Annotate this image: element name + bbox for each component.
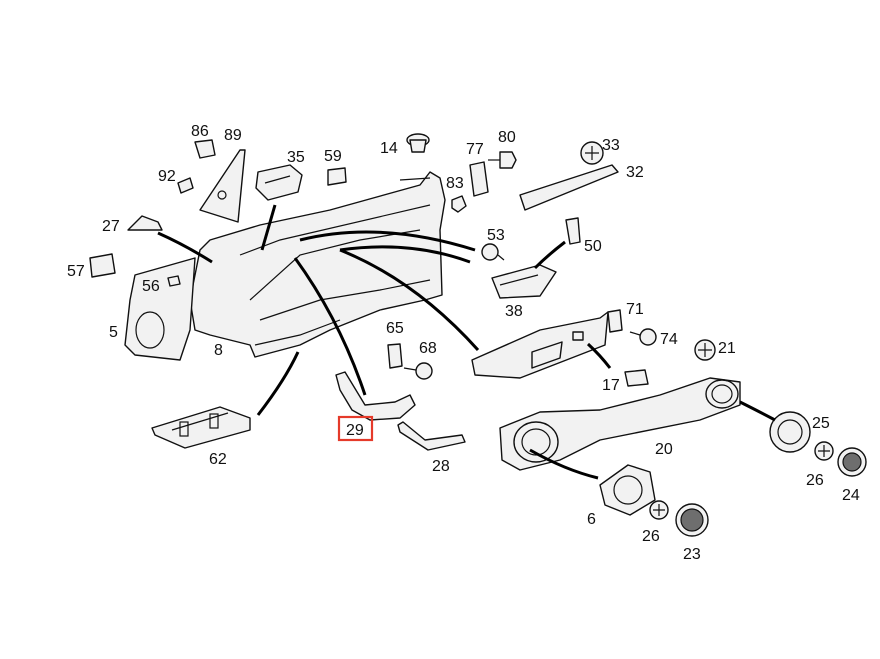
screw-part-53[interactable] <box>481 243 505 261</box>
callout-17[interactable]: 17 <box>602 377 620 394</box>
callout-26-right[interactable]: 26 <box>806 472 824 489</box>
pad-part-57[interactable] <box>89 253 116 278</box>
plate-part-77[interactable] <box>469 161 489 197</box>
clip-part-86[interactable] <box>194 139 216 159</box>
callout-59[interactable]: 59 <box>324 148 342 165</box>
cap-part-26-bottom[interactable] <box>649 500 669 520</box>
callout-28[interactable]: 28 <box>432 458 450 475</box>
trim-part-29[interactable] <box>335 371 416 421</box>
storage-box-part-62[interactable] <box>151 406 251 449</box>
callout-86[interactable]: 86 <box>191 123 209 140</box>
screw-part-68[interactable] <box>403 362 433 380</box>
grille-part-24[interactable] <box>837 447 867 477</box>
clip-part-92[interactable] <box>177 177 194 194</box>
cap-part-26-right[interactable] <box>814 441 834 461</box>
cap-part-33[interactable] <box>580 141 604 165</box>
callout-65[interactable]: 65 <box>386 320 404 337</box>
callout-92[interactable]: 92 <box>158 168 176 185</box>
clip-part-50[interactable] <box>565 217 581 245</box>
clip-part-83[interactable] <box>451 195 467 213</box>
plug-part-56[interactable] <box>167 275 181 287</box>
callout-29[interactable]: 29 <box>346 422 364 439</box>
mirror-trim-part-89[interactable] <box>199 149 246 223</box>
callout-33[interactable]: 33 <box>602 137 620 154</box>
lamp-part-27[interactable] <box>127 215 163 231</box>
callout-23[interactable]: 23 <box>683 546 701 563</box>
highlight-box-29 <box>337 415 374 442</box>
door-frame-part-5[interactable] <box>124 257 196 361</box>
screw-part-74[interactable] <box>629 328 657 346</box>
trim-part-28[interactable] <box>397 421 466 451</box>
speaker-ring-part-25[interactable] <box>769 411 811 453</box>
screw-part-80[interactable] <box>488 151 517 169</box>
door-panel-part-8[interactable] <box>189 171 446 358</box>
armrest-part[interactable] <box>471 311 609 379</box>
callout-50[interactable]: 50 <box>584 238 602 255</box>
trim-strip-part-32[interactable] <box>519 164 619 211</box>
callout-14[interactable]: 14 <box>380 140 398 157</box>
callout-labels: 86 89 92 27 57 56 5 8 35 59 14 77 80 83 … <box>67 123 860 563</box>
bracket-part-59[interactable] <box>327 167 347 186</box>
bracket-part-65[interactable] <box>387 343 403 369</box>
callout-20[interactable]: 20 <box>655 441 673 458</box>
callout-6[interactable]: 6 <box>587 511 596 528</box>
pull-handle-part-38[interactable] <box>491 264 557 299</box>
callout-83[interactable]: 83 <box>446 175 464 192</box>
callout-25[interactable]: 25 <box>812 415 830 432</box>
cap-part-21[interactable] <box>694 339 716 361</box>
plug-part-14[interactable] <box>406 133 430 153</box>
callout-77[interactable]: 77 <box>466 141 484 158</box>
callout-24[interactable]: 24 <box>842 487 860 504</box>
callout-38[interactable]: 38 <box>505 303 523 320</box>
clip-part-71[interactable] <box>607 309 623 333</box>
callout-74[interactable]: 74 <box>660 331 678 348</box>
callout-56[interactable]: 56 <box>142 278 160 295</box>
grille-part-23[interactable] <box>675 503 709 537</box>
callout-53[interactable]: 53 <box>487 227 505 244</box>
callout-71[interactable]: 71 <box>626 301 644 318</box>
speaker-housing-part-20[interactable] <box>499 377 741 471</box>
leader-arrows <box>157 204 776 480</box>
switch-part-17[interactable] <box>624 369 649 387</box>
callout-62[interactable]: 62 <box>209 451 227 468</box>
callout-57[interactable]: 57 <box>67 263 85 280</box>
callout-27[interactable]: 27 <box>102 218 120 235</box>
callout-21[interactable]: 21 <box>718 340 736 357</box>
callout-68[interactable]: 68 <box>419 340 437 357</box>
callout-8[interactable]: 8 <box>214 342 223 359</box>
callout-89[interactable]: 89 <box>224 127 242 144</box>
callout-5[interactable]: 5 <box>109 324 118 341</box>
callout-26-bottom[interactable]: 26 <box>642 528 660 545</box>
handle-part-35[interactable] <box>255 164 303 201</box>
speaker-ring-part-6[interactable] <box>599 464 656 516</box>
callout-35[interactable]: 35 <box>287 149 305 166</box>
callout-80[interactable]: 80 <box>498 129 516 146</box>
callout-32[interactable]: 32 <box>626 164 644 181</box>
